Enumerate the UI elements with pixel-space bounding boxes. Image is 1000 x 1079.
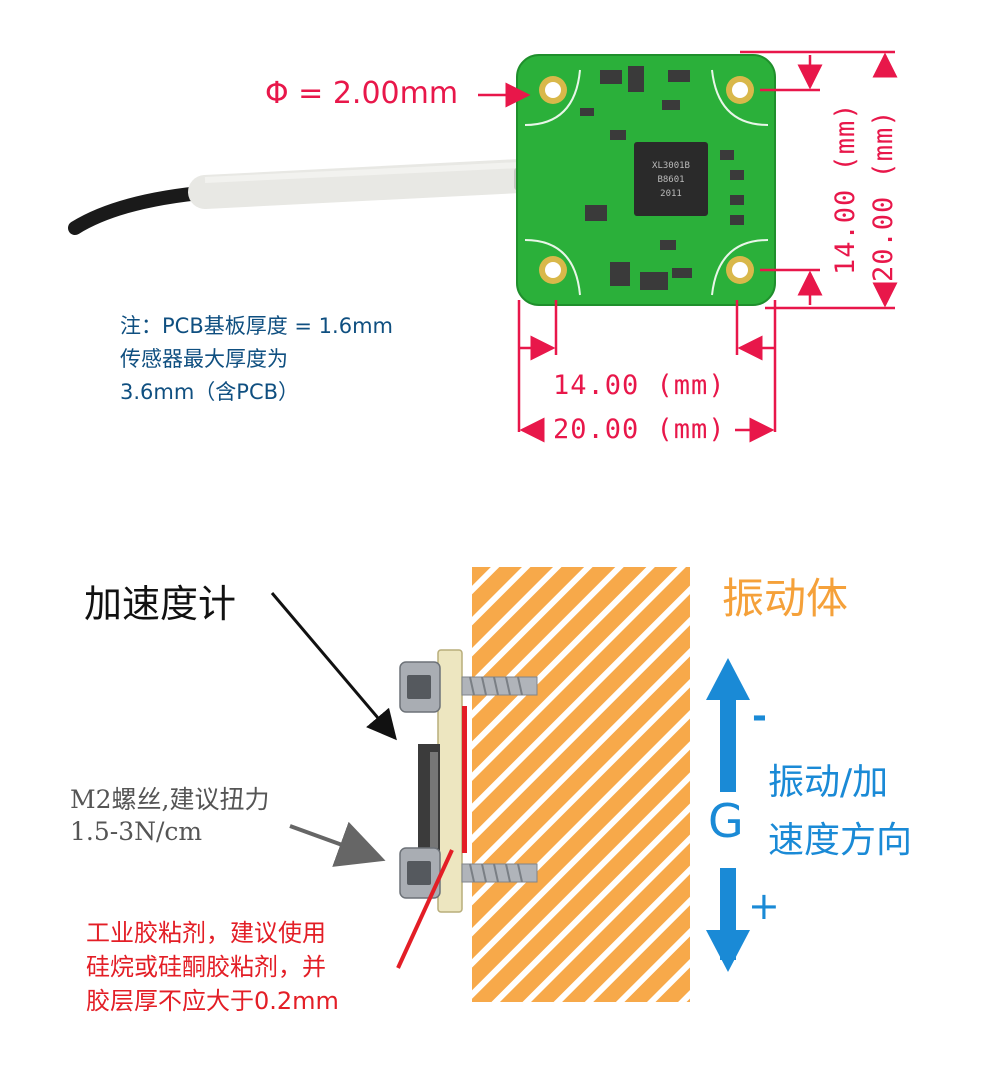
direction-arrow-down: [706, 868, 750, 972]
dimension-lines: [478, 50, 898, 443]
screw-label-line: 1.5-3N/cm: [70, 817, 203, 846]
smd-components: [580, 66, 744, 290]
g-symbol: G: [708, 794, 744, 848]
screw-label-line: M2螺丝,建议扭力: [70, 785, 270, 814]
dim-outer-vertical: 20.00 (mm): [868, 109, 899, 282]
mounting-hole: [539, 256, 567, 284]
hole-diameter-label: Φ = 2.00mm: [265, 76, 459, 111]
mounting-hole: [726, 76, 754, 104]
vibrating-body: [472, 567, 690, 1002]
plus-sign: +: [748, 884, 780, 928]
note-line: 3.6mm（含PCB）: [120, 380, 300, 404]
vibrating-body-label: 振动体: [722, 574, 849, 623]
note-line: 传感器最大厚度为: [120, 347, 288, 371]
accelerometer-pointer: [270, 592, 397, 741]
adhesive-note-line: 胶层厚不应大于0.2mm: [86, 987, 339, 1015]
direction-arrow-up: [706, 658, 750, 792]
m2-screw-top: [399, 661, 538, 713]
dim-inner-vertical: 14.00 (mm): [830, 102, 861, 275]
accelerometer-label: 加速度计: [84, 582, 237, 626]
screw-label: M2螺丝,建议扭力 1.5-3N/cm: [70, 784, 269, 848]
minus-sign: -: [752, 696, 767, 737]
screw-pointer: [289, 821, 386, 867]
dim-inner-horizontal: 14.00 (mm): [553, 370, 726, 401]
adhesive-note: 工业胶粘剂，建议使用 硅烷或硅酮胶粘剂，并 胶层厚不应大于0.2mm: [86, 916, 339, 1018]
direction-label-line: 振动/加: [768, 762, 889, 803]
svg-text:B8601: B8601: [657, 175, 684, 185]
pcb-board: XL3001B B8601 2011: [516, 54, 776, 306]
sensor-cable: [68, 159, 564, 235]
direction-label-line: 速度方向: [768, 820, 913, 861]
mounting-hole: [726, 256, 754, 284]
accelerometer-chip: XL3001B B8601 2011: [634, 142, 708, 216]
svg-text:2011: 2011: [660, 189, 682, 199]
adhesive-layer: [462, 706, 467, 853]
pcb-side-view: [418, 649, 463, 913]
m2-screw-bottom: [399, 847, 538, 899]
adhesive-note-line: 硅烷或硅酮胶粘剂，并: [86, 953, 326, 981]
direction-label: 振动/加 速度方向: [768, 754, 912, 870]
adhesive-pointer: [396, 849, 454, 969]
pcb-thickness-note: 注：PCB基板厚度 = 1.6mm 传感器最大厚度为 3.6mm（含PCB）: [120, 310, 393, 409]
note-line: 注：PCB基板厚度 = 1.6mm: [120, 314, 393, 338]
adhesive-note-line: 工业胶粘剂，建议使用: [86, 919, 326, 947]
svg-text:XL3001B: XL3001B: [652, 161, 690, 171]
mounting-hole: [539, 76, 567, 104]
dim-outer-horizontal: 20.00 (mm): [553, 414, 726, 445]
